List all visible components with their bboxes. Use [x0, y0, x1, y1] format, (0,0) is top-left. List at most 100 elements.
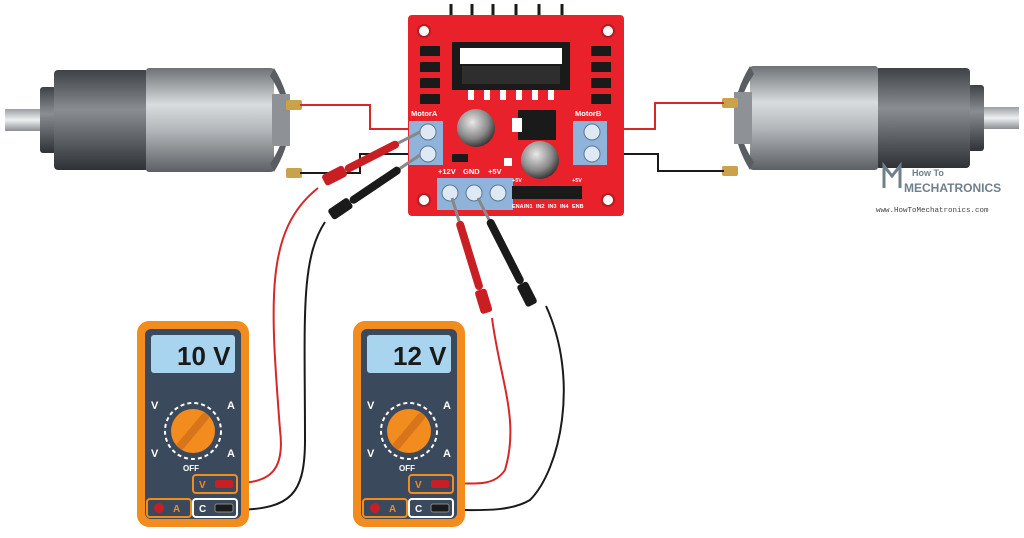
multimeter-2-knob-pointer	[393, 412, 425, 450]
multimeter-1-label-dc-v: V	[151, 448, 159, 460]
left-motor-gearbox-ring	[40, 87, 56, 153]
mount-hole-br	[601, 193, 615, 207]
multimeter-2-amp-socket	[370, 503, 380, 513]
power-screw-gnd	[465, 184, 483, 202]
multimeter-1-display	[151, 335, 235, 373]
right-motor-red-wire	[610, 102, 724, 130]
probe-wires	[239, 187, 565, 512]
pin-label-in1: IN1	[524, 204, 533, 210]
logo: How To MECHATRONICS www.HowToMechatronic…	[876, 161, 1001, 215]
left-motor-terminal-top	[286, 100, 302, 110]
motor-b-screw-2	[583, 145, 601, 163]
mount-hole-tl	[417, 24, 431, 38]
logo-mark-icon	[882, 161, 902, 188]
meter2-red-probe	[450, 197, 493, 314]
multimeter-2-label-dc-v: V	[367, 448, 375, 460]
multimeter-1-common-jack-label: C	[199, 504, 206, 515]
motor-a-label: MotorA	[411, 109, 438, 118]
jumper-12v	[452, 154, 468, 162]
multimeter-2-common-plug	[430, 503, 450, 513]
multimeter-1-reading: 10 V	[177, 341, 231, 371]
multimeter-2-reading: 12 V	[393, 341, 447, 371]
multimeter-1: 10 V V A V A OFF V A C	[137, 321, 249, 527]
multimeter-2-off-label: OFF	[399, 464, 415, 473]
power-screw-5v	[489, 184, 507, 202]
multimeter-2-amp-jack-label: A	[389, 504, 396, 515]
diode-array-left	[420, 46, 440, 104]
multimeter-2-label-dc-a: A	[443, 448, 451, 460]
multimeter-1-off-label: OFF	[183, 464, 199, 473]
voltage-regulator	[518, 110, 556, 140]
multimeter-2-common-jack[interactable]	[408, 498, 454, 518]
left-motor-gearbox	[54, 70, 149, 170]
mount-hole-tr	[601, 24, 615, 38]
left-motor-rear-plate	[272, 94, 290, 146]
power-screw-12v	[441, 184, 459, 202]
power-label-5v: +5V	[488, 167, 502, 176]
left-motor-terminal-bottom	[286, 168, 302, 178]
left-motor-red-wire	[300, 104, 415, 130]
logo-url: www.HowToMechatronics.com	[876, 207, 989, 215]
multimeter-1-dial-ring	[164, 402, 222, 460]
meter2-red-lead	[454, 317, 512, 485]
multimeter-2-amp-jack[interactable]	[362, 498, 408, 518]
pin-label-in4: IN4	[560, 204, 570, 210]
power-label-12v: +12V	[438, 167, 456, 176]
regulator-tab	[512, 118, 522, 132]
logo-line2: MECHATRONICS	[904, 181, 1001, 195]
multimeter-1-volt-plug	[215, 480, 233, 488]
l298-chip-tab	[462, 66, 560, 84]
header-label-5v-left: +5V	[512, 178, 522, 184]
l298-chip-legs	[468, 90, 554, 100]
left-motor	[5, 68, 302, 178]
logic-pin-header	[512, 186, 582, 199]
logo-line1: How To	[912, 168, 944, 178]
left-motor-body	[146, 68, 274, 172]
multimeter-2-display	[367, 335, 451, 373]
l298-chip-label-area	[460, 48, 562, 64]
multimeter-1-amp-jack[interactable]	[146, 498, 192, 518]
multimeter-1-label-ac-v: V	[151, 400, 159, 412]
multimeter-2: 12 V V A V A OFF V A C	[353, 321, 465, 527]
multimeter-1-label-ac-a: A	[227, 400, 235, 412]
multimeter-1-common-plug	[214, 503, 234, 513]
motor-a-screw-1	[419, 123, 437, 141]
meter1-black-probe	[328, 153, 421, 220]
probes	[322, 130, 537, 314]
motor-b-label: MotorB	[575, 109, 602, 118]
multimeter-1-volt-jack-label: V	[199, 480, 206, 491]
right-motor-terminal-top	[722, 98, 738, 108]
multimeter-2-dial-ring	[380, 402, 438, 460]
multimeter-1-volt-jack[interactable]	[192, 474, 238, 494]
motor-b-screw-1	[583, 123, 601, 141]
multimeter-1-amp-socket	[154, 503, 164, 513]
right-motor-shaft	[979, 107, 1019, 129]
right-motor-terminal-bottom	[722, 166, 738, 176]
meter1-red-lead	[239, 187, 319, 484]
right-motor-gearbox-ring	[968, 85, 984, 151]
right-motor-body	[750, 66, 878, 170]
power-label-gnd: GND	[463, 167, 480, 176]
pin-label-in2: IN2	[536, 204, 545, 210]
right-motor-rear-plate	[734, 92, 752, 144]
meter1-red-probe	[322, 130, 421, 186]
multimeter-1-knob-pointer	[177, 412, 209, 450]
mount-hole-bl	[417, 193, 431, 207]
pin-label-enb: ENB	[572, 204, 584, 210]
multimeter-2-common-jack-label: C	[415, 504, 422, 515]
pin-label-ena: ENA	[512, 204, 524, 210]
multimeter-2-volt-jack-label: V	[415, 480, 422, 491]
diode-array-right	[591, 46, 611, 104]
right-motor-black-wire	[610, 153, 724, 172]
left-motor-shaft	[5, 109, 45, 131]
power-led	[504, 158, 512, 166]
meter2-black-lead	[454, 305, 565, 512]
motor-a-screw-2	[419, 145, 437, 163]
multimeter-1-common-jack[interactable]	[192, 498, 238, 518]
meter2-black-probe	[476, 197, 537, 307]
multimeter-2-volt-jack[interactable]	[408, 474, 454, 494]
capacitor-2	[521, 141, 559, 179]
pin-label-in3: IN3	[548, 204, 557, 210]
multimeter-2-volt-plug	[431, 480, 449, 488]
